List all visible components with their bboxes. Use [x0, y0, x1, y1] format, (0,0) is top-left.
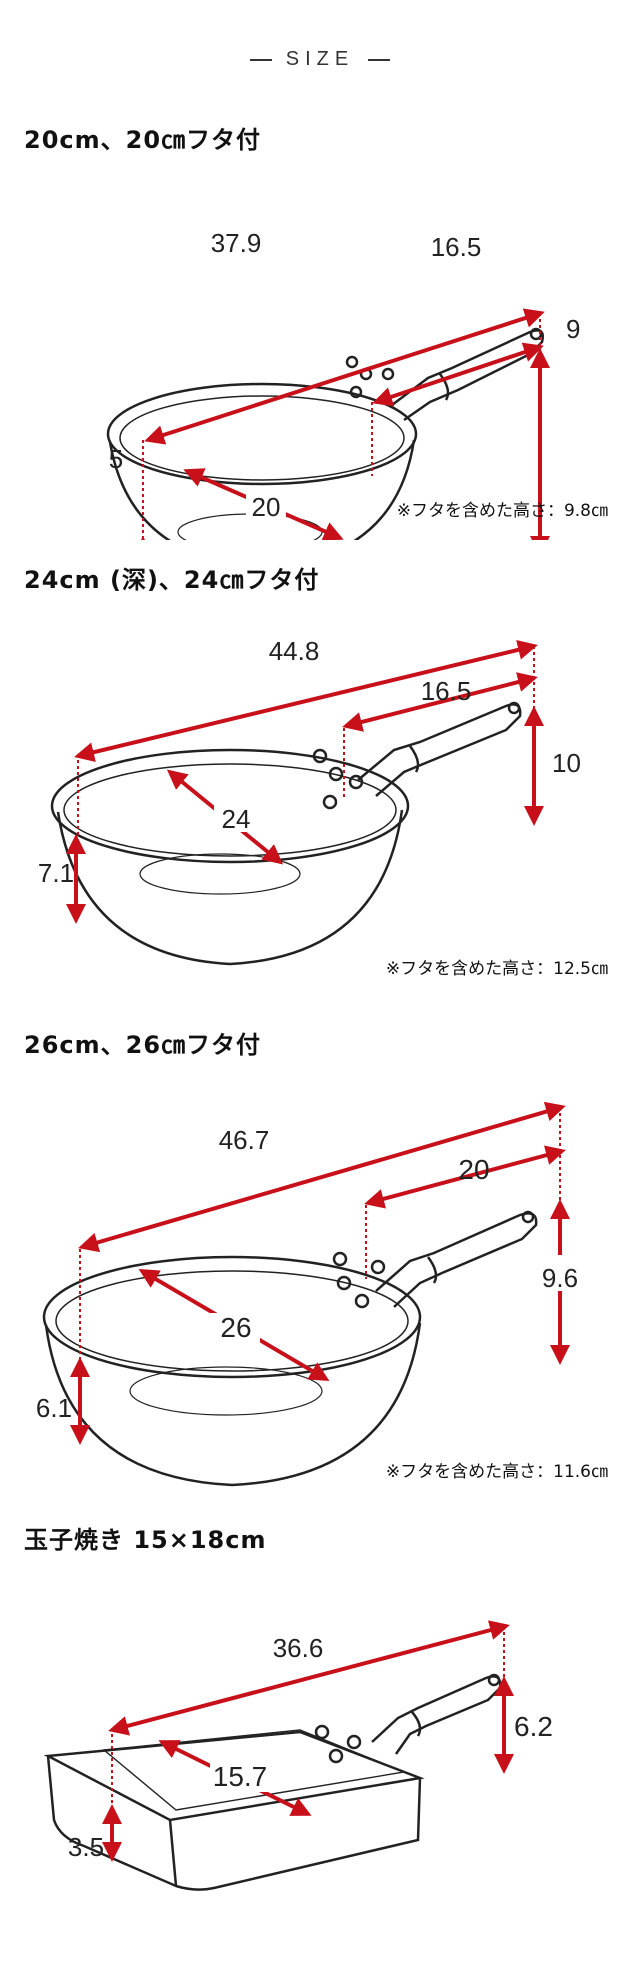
header-dash-right: [368, 58, 391, 61]
product-title: 26cm、26㎝フタ付: [24, 1031, 262, 1059]
tamagoyaki-diagram: 36.6 6.2 15.7 3.5: [43, 1620, 553, 1891]
dim-length: 46.7: [219, 1125, 270, 1155]
pan-26cm-diagram: 46.7 20 9.6 26 6.1: [36, 1101, 582, 1487]
dim-length: 36.6: [273, 1633, 324, 1663]
dim-length: 44.8: [269, 636, 320, 666]
dim-depth: 3.5: [68, 1832, 104, 1862]
pan-20cm-diagram: 37.9 16.5 9 20 5: [106, 228, 580, 540]
dim-depth: 6.1: [36, 1393, 72, 1423]
pan-outline: [42, 1210, 538, 1487]
product-title: 玉子焼き 15×18cm: [24, 1526, 267, 1554]
header-dash-left: [249, 58, 272, 61]
lid-note: ※フタを含めた高さ：11.6㎝: [385, 1462, 608, 1482]
dim-handle: 20: [458, 1154, 489, 1185]
size-header: SIZE: [0, 48, 640, 71]
dim-handle: 16.5: [421, 676, 472, 706]
dim-height: 9.6: [542, 1263, 578, 1293]
dim-height: 6.2: [514, 1711, 553, 1742]
lid-note: ※フタを含めた高さ：9.8㎝: [396, 501, 608, 521]
dim-diameter: 26: [220, 1312, 251, 1343]
dim-diameter: 20: [252, 492, 281, 522]
product-tamagoyaki: 玉子焼き 15×18cm 36.6 6.2 15.7 3.5: [0, 1520, 640, 1970]
dim-height: 10: [552, 748, 581, 778]
dim-handle: 16.5: [431, 232, 482, 262]
product-title: 24cm (深)、24㎝フタ付: [24, 566, 320, 594]
dim-depth: 7.1: [38, 858, 74, 888]
dim-length: 37.9: [211, 228, 262, 258]
dim-depth: 5: [109, 444, 123, 474]
product-26cm: 26cm、26㎝フタ付 46.7: [0, 1025, 640, 1495]
lid-note: ※フタを含めた高さ：12.5㎝: [385, 959, 608, 979]
pan-24cm-diagram: 44.8 16.5 10 24 7.1: [38, 636, 581, 966]
dim-height: 9: [566, 314, 580, 344]
dim-width: 15.7: [213, 1761, 268, 1792]
pan-outline: [50, 701, 522, 966]
product-title: 20cm、20㎝フタ付: [24, 126, 262, 154]
pan-outline: [43, 1673, 502, 1891]
dim-diameter: 24: [222, 804, 251, 834]
size-title: SIZE: [285, 48, 355, 70]
product-24cm: 24cm (深)、24㎝フタ付 44.8: [0, 560, 640, 1000]
product-20cm: 20cm、20㎝フタ付: [0, 120, 640, 540]
